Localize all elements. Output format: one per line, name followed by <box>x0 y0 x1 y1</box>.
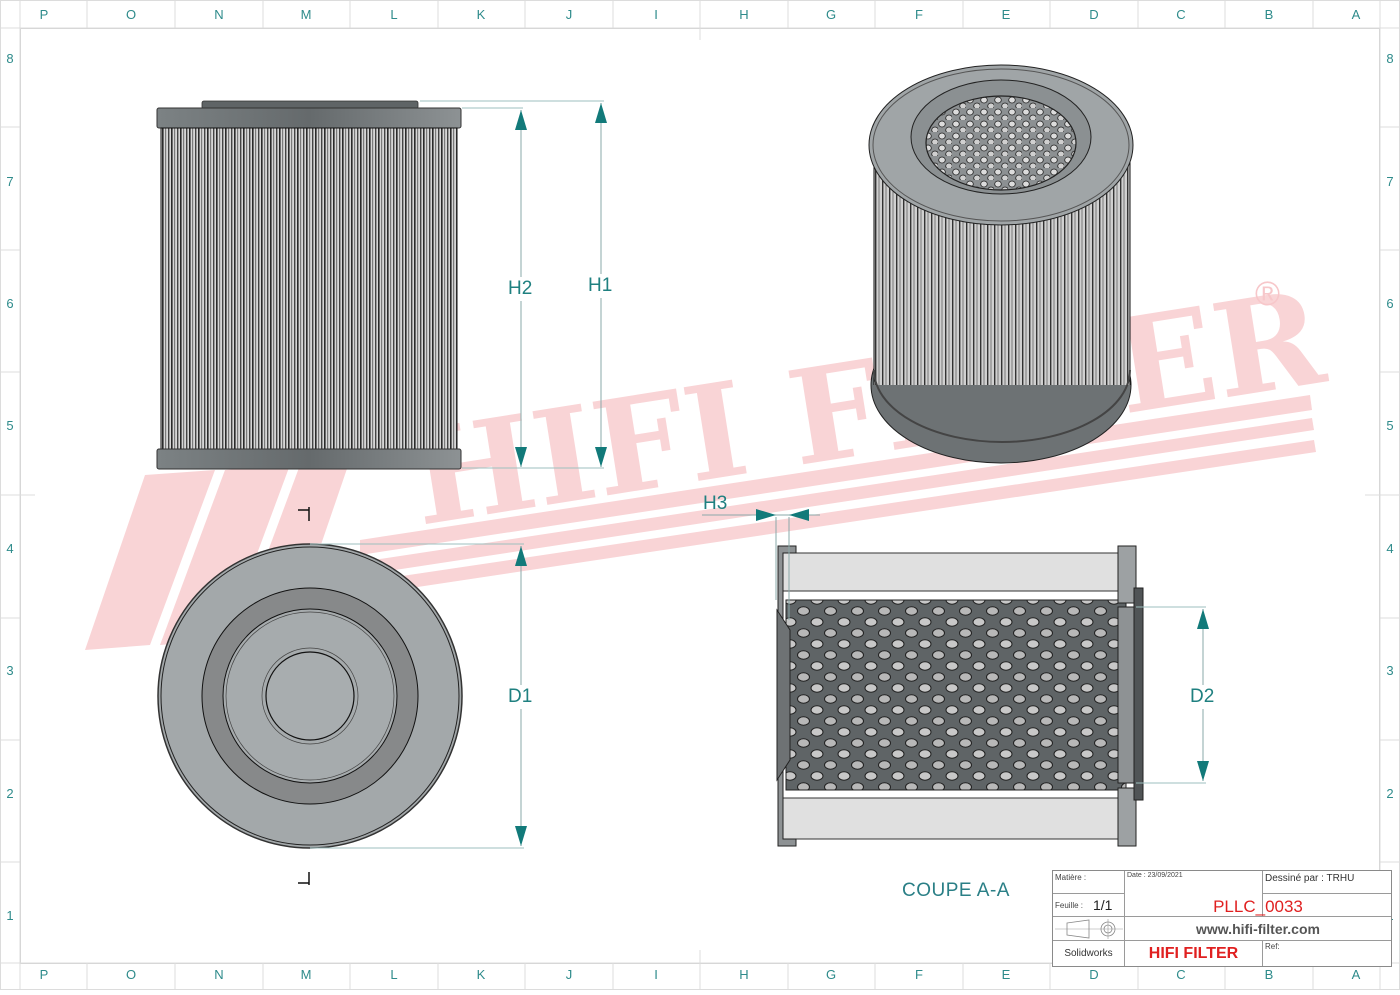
section-marker-icon <box>298 872 310 885</box>
column-label: M <box>300 7 312 22</box>
column-label: H <box>739 967 749 982</box>
column-label: C <box>1176 967 1186 982</box>
projection-symbol-cell <box>1053 917 1125 941</box>
column-label: J <box>565 967 573 982</box>
row-label: 2 <box>6 786 14 801</box>
row-label: 3 <box>6 663 14 678</box>
column-label: K <box>476 967 486 982</box>
column-label: O <box>125 7 137 22</box>
row-label: 5 <box>1386 418 1394 433</box>
column-label: F <box>915 7 923 22</box>
brand-name: HIFI FILTER <box>1148 945 1239 962</box>
row-label: 6 <box>1386 296 1394 311</box>
section-view <box>702 509 1209 847</box>
row-label: 4 <box>1386 541 1394 556</box>
row-label: 8 <box>1386 51 1394 66</box>
feuille-label: Feuille : <box>1055 901 1084 910</box>
column-label: G <box>825 967 837 982</box>
column-label: B <box>1264 967 1274 982</box>
column-label: L <box>390 7 398 22</box>
date-label: Date : 23/09/2021 <box>1127 872 1183 879</box>
ref-label: Ref: <box>1265 942 1280 951</box>
row-label: 6 <box>6 296 14 311</box>
column-label: D <box>1089 967 1099 982</box>
row-label: 3 <box>1386 663 1394 678</box>
column-label: N <box>214 967 224 982</box>
registered-mark-icon: ® <box>1255 275 1280 313</box>
column-label: F <box>915 967 923 982</box>
column-label: K <box>476 7 486 22</box>
column-label: A <box>1351 7 1361 22</box>
dessine-label: Dessiné par : TRHU <box>1265 873 1355 884</box>
title-block: Matière : Date : 23/09/2021 Dessiné par … <box>1052 870 1392 967</box>
column-label: D <box>1089 7 1099 22</box>
row-label: 7 <box>1386 174 1394 189</box>
section-title: COUPE A-A <box>902 880 1010 901</box>
column-label: C <box>1176 7 1186 22</box>
column-label: H <box>739 7 749 22</box>
row-label: 7 <box>6 174 14 189</box>
column-label: M <box>300 967 312 982</box>
projection-symbol-icon <box>1055 919 1123 939</box>
matiere-label: Matière : <box>1055 873 1087 882</box>
ref-cell: Ref: <box>1263 941 1391 966</box>
dimension-d2: D2 <box>1190 685 1215 709</box>
column-label: N <box>214 7 224 22</box>
column-label: E <box>1001 967 1011 982</box>
software-cell: Solidworks <box>1053 941 1125 966</box>
dimension-h2: H2 <box>508 277 533 301</box>
dimension-h1: H1 <box>588 274 613 298</box>
software-label: Solidworks <box>1064 948 1113 959</box>
part-number-cell: PLLC_0033 <box>1125 894 1391 917</box>
dimension-d1: D1 <box>508 685 533 709</box>
row-label: 2 <box>1386 786 1394 801</box>
column-label: E <box>1001 7 1011 22</box>
column-label: I <box>654 7 658 22</box>
column-label: P <box>39 7 49 22</box>
dessine-cell: Dessiné par : TRHU <box>1263 871 1391 894</box>
matiere-cell: Matière : <box>1053 871 1125 894</box>
column-label: B <box>1264 7 1274 22</box>
side-view <box>156 100 607 470</box>
row-label: 5 <box>6 418 14 433</box>
column-label: P <box>39 967 49 982</box>
column-label: G <box>825 7 837 22</box>
column-label: J <box>565 7 573 22</box>
isometric-view <box>868 64 1134 464</box>
row-label: 4 <box>6 541 14 556</box>
column-label: A <box>1351 967 1361 982</box>
website-cell: www.hifi-filter.com <box>1125 917 1391 941</box>
dimension-h3: H3 <box>703 493 728 514</box>
top-view <box>157 507 527 885</box>
column-label: I <box>654 967 658 982</box>
row-label: 8 <box>6 51 14 66</box>
column-label: L <box>390 967 398 982</box>
row-label: 1 <box>6 908 14 923</box>
part-number: PLLC_0033 <box>1213 897 1303 916</box>
website-link[interactable]: www.hifi-filter.com <box>1196 921 1320 937</box>
feuille-value: 1/1 <box>1093 897 1113 913</box>
brand-cell: HIFI FILTER <box>1125 941 1263 966</box>
section-marker-icon <box>298 507 310 521</box>
column-label: O <box>125 967 137 982</box>
feuille-cell: Feuille : 1/1 <box>1053 894 1125 917</box>
